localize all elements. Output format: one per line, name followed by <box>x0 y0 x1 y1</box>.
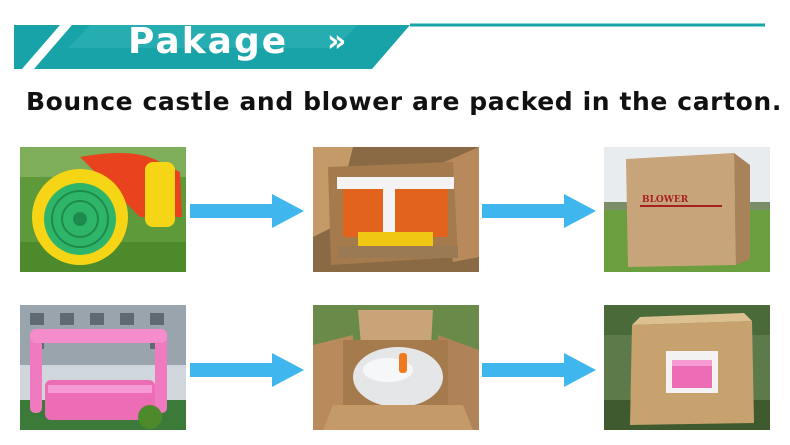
chevron-right-icon: » <box>327 24 347 59</box>
page-subtitle: Bounce castle and blower are packed in t… <box>26 87 782 116</box>
banner-shape <box>14 23 765 69</box>
open-carton-blower-photo <box>313 147 479 272</box>
arrow-right-icon <box>190 194 304 228</box>
sealed-castle-carton-photo <box>604 305 770 430</box>
bounce-castle-photo <box>20 305 186 430</box>
sealed-blower-carton-photo: BLOWER <box>604 147 770 272</box>
arrow-right-icon <box>190 353 304 387</box>
arrow-right-icon <box>482 353 596 387</box>
open-carton-castle-photo <box>313 305 479 430</box>
banner-title: Pakage <box>128 21 289 62</box>
arrow-right-icon <box>482 194 596 228</box>
blower-photo <box>20 147 186 272</box>
header-banner: Pakage » <box>0 0 790 80</box>
carton-label: BLOWER <box>642 195 689 205</box>
